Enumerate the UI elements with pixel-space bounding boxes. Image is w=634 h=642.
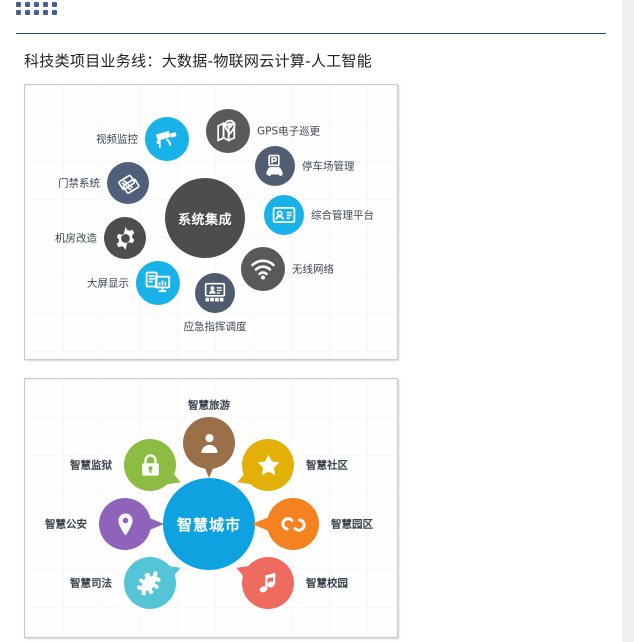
diagram-node-command-center[interactable] — [195, 273, 235, 313]
person-icon — [196, 430, 223, 457]
smart-city-figure: 智慧城市 智慧旅游智慧社区智慧园区智慧校园 智慧司法 智慧公安 智慧监狱 — [24, 378, 398, 638]
location-pin-icon — [112, 511, 139, 538]
node-label: 停车场管理 — [302, 160, 355, 173]
bubble-tail — [252, 517, 269, 531]
music-note-icon — [255, 570, 282, 597]
node-label: 智慧校园 — [306, 577, 348, 590]
grid-dot — [52, 2, 57, 7]
smart-city-node-person[interactable] — [183, 417, 235, 478]
bubble-tail — [147, 517, 164, 531]
diagram-node-access-card[interactable] — [107, 162, 149, 204]
diagram-node-gear[interactable] — [104, 217, 146, 259]
infinity-icon — [280, 511, 307, 538]
node-label: 智慧监狱 — [70, 459, 112, 472]
smart-city-node-music-note[interactable] — [236, 557, 294, 609]
map-pin-icon — [214, 117, 242, 145]
node-label: 智慧旅游 — [188, 399, 230, 412]
display-screen-icon — [144, 269, 172, 297]
diagram-node-display-screen[interactable] — [136, 261, 180, 305]
system-integration-figure: 系统集成 视频监控 GPS电子巡更停车场管理综合管理平台无线网络应急指挥调度 大屏显示… — [24, 84, 398, 360]
node-label: 应急指挥调度 — [183, 321, 247, 333]
id-card-icon — [271, 202, 297, 228]
grid-dot — [25, 10, 30, 15]
smart-city-canvas: 智慧城市 智慧旅游智慧社区智慧园区智慧校园 智慧司法 智慧公安 智慧监狱 — [25, 379, 397, 637]
node-label: 视频监控 — [96, 133, 138, 146]
system-integration-canvas: 系统集成 视频监控 GPS电子巡更停车场管理综合管理平台无线网络应急指挥调度 大屏显示… — [25, 85, 397, 359]
diagram-node-cctv-camera[interactable] — [145, 117, 189, 161]
diagram-node-wifi[interactable] — [241, 247, 285, 291]
node-label: 智慧园区 — [331, 518, 373, 531]
node-label: 智慧公安 — [45, 518, 87, 531]
command-center-icon — [202, 280, 228, 306]
section-title: 科技类项目业务线：大数据-物联网云计算-人工智能 — [24, 52, 373, 70]
node-label: 大屏显示 — [87, 277, 129, 290]
parking-car-icon — [262, 153, 288, 179]
node-label: 无线网络 — [292, 263, 334, 276]
system-integration-hub: 系统集成 — [165, 178, 245, 258]
smart-city-hub: 智慧城市 — [163, 478, 255, 570]
node-label: 机房改造 — [55, 232, 97, 245]
cctv-camera-icon — [153, 125, 181, 153]
bubble-tail — [202, 461, 216, 478]
gear-icon — [112, 225, 139, 252]
diagram-node-id-card[interactable] — [264, 195, 304, 235]
right-gutter — [622, 0, 634, 642]
diagram-node-map-pin[interactable] — [206, 109, 250, 153]
hub-label: 系统集成 — [177, 212, 232, 228]
smart-city-node-lock[interactable] — [124, 439, 181, 493]
grid-dot — [52, 10, 57, 15]
grid-dot — [16, 2, 21, 7]
smart-city-node-infinity[interactable] — [252, 498, 319, 550]
dot-grid-decoration — [16, 2, 61, 18]
node-label: GPS电子巡更 — [257, 125, 321, 138]
hub-label: 智慧城市 — [176, 515, 241, 534]
diagram-node-parking-car[interactable] — [255, 146, 295, 186]
grid-dot — [34, 2, 39, 7]
grid-dot — [34, 10, 39, 15]
access-card-icon — [115, 170, 142, 197]
smart-city-node-star[interactable] — [237, 439, 294, 493]
lock-icon — [137, 452, 164, 479]
star-icon — [255, 452, 282, 479]
smart-city-node-puzzle[interactable] — [124, 557, 181, 609]
node-label: 综合管理平台 — [311, 209, 374, 222]
smart-city-node-location-pin[interactable] — [99, 498, 164, 550]
grid-dot — [25, 2, 30, 7]
node-label: 智慧社区 — [306, 459, 348, 472]
node-label: 门禁系统 — [58, 177, 100, 190]
wifi-icon — [249, 255, 277, 283]
node-label: 智慧司法 — [70, 577, 112, 590]
puzzle-icon — [136, 570, 164, 597]
grid-dot — [43, 2, 48, 7]
grid-dot — [43, 10, 48, 15]
header-divider — [16, 33, 606, 34]
grid-dot — [16, 10, 21, 15]
